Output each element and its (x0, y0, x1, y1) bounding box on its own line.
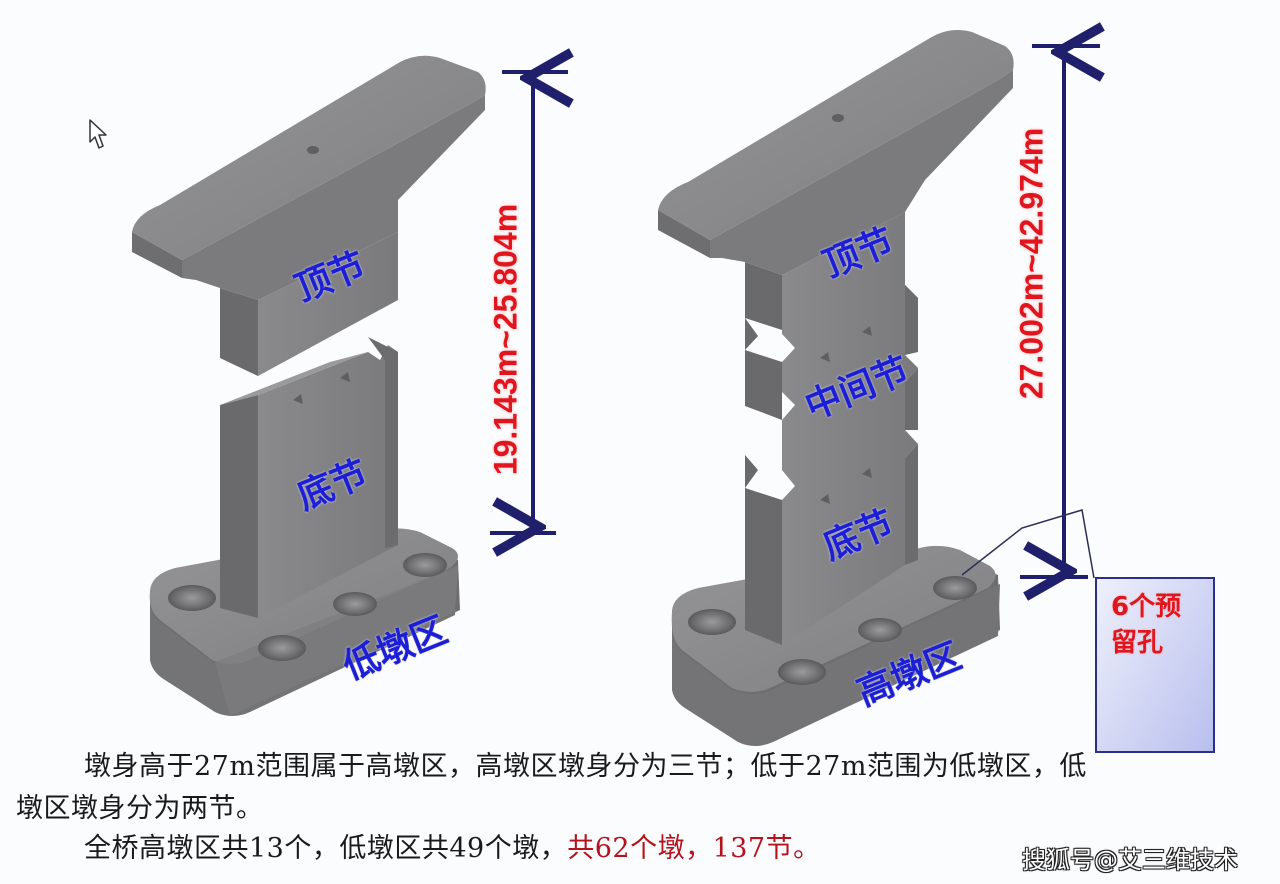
callout-line-1: 6个预 (1111, 592, 1182, 622)
callout-line-2: 留孔 (1111, 628, 1164, 658)
reserved-hole (688, 609, 736, 635)
right-height-dimension (1020, 46, 1100, 577)
right-height-range-label: 27.002m~42.974m (1013, 127, 1050, 400)
left-footing (149, 528, 460, 716)
reserved-hole (933, 576, 977, 600)
right-column (745, 212, 918, 645)
reserved-holes-callout: 6个预 留孔 (1095, 577, 1215, 753)
caption-paragraph-1-line-1: 墩身高于27m范围属于高墩区，高墩区墩身分为三节；低于27m范围为低墩区，低 (84, 751, 1087, 782)
callout-text: 6个预 留孔 (1111, 589, 1211, 661)
left-height-dimension (490, 72, 568, 533)
reserved-hole (333, 592, 377, 616)
callout-leader-line (961, 509, 1095, 579)
left-bottom-segment (220, 337, 398, 618)
reserved-hole (778, 659, 826, 685)
left-height-range-label: 19.143m~25.804m (487, 203, 524, 476)
reserved-hole (403, 553, 447, 577)
right-pier (658, 30, 1014, 746)
right-cap (658, 30, 1014, 275)
caption-paragraph-2: 全桥高墩区共13个，低墩区共49个墩，共62个墩，137节。 (84, 826, 821, 865)
reserved-hole (258, 635, 306, 661)
left-top-segment (132, 55, 486, 376)
caption-total-highlight: 共62个墩，137节。 (567, 833, 821, 864)
caption-paragraph-1-line-2: 墩区墩身分为两节。 (16, 793, 264, 824)
reserved-hole (168, 585, 216, 611)
reserved-hole (858, 618, 902, 642)
watermark: 搜狐号@艾三维技术 (1022, 846, 1238, 874)
caption-pier-counts: 全桥高墩区共13个，低墩区共49个墩， (84, 833, 568, 864)
left-pier (132, 55, 486, 716)
mouse-pointer-arrow-icon (89, 119, 107, 149)
